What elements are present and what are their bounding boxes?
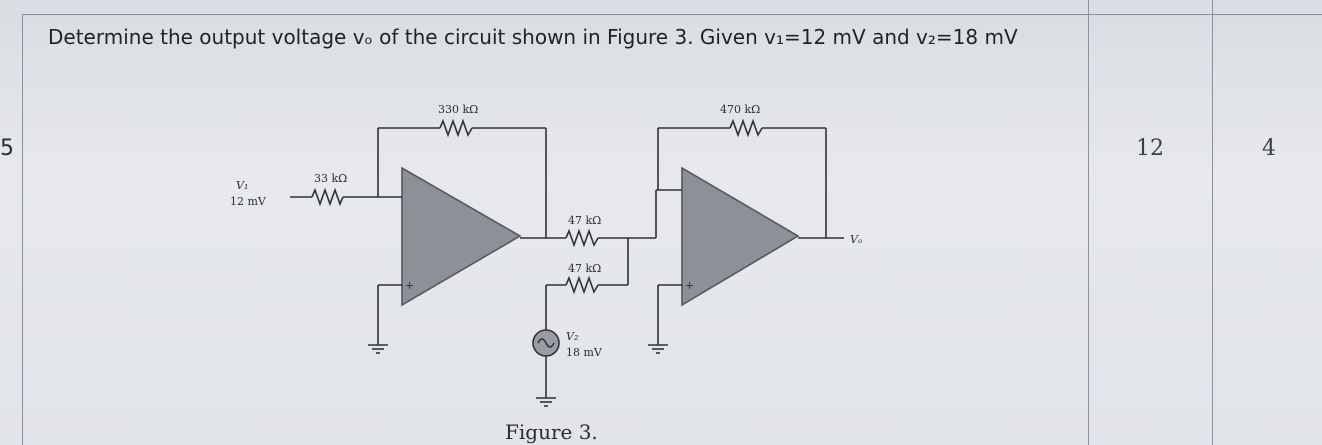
label-470k: 470 kΩ — [720, 103, 760, 116]
label-v1-value: 12 mV — [230, 195, 267, 208]
resistor-470k — [729, 118, 763, 138]
resistor-33k — [311, 187, 344, 207]
question-cell: Determine the output voltage vₒ of the c… — [22, 14, 1088, 445]
table-divider-question — [1088, 0, 1089, 445]
label-v2-value: 18 mV — [566, 346, 603, 359]
table-divider-co — [1212, 0, 1213, 445]
resistor-47k-bottom — [565, 275, 599, 295]
table-top-border — [22, 14, 1322, 15]
table-left-border — [22, 14, 23, 445]
label-33k: 33 kΩ — [314, 172, 347, 185]
label-330k: 330 kΩ — [438, 103, 478, 116]
co-value: 12 — [1136, 136, 1164, 161]
v2-source-wave — [537, 338, 555, 348]
label-v1-name: V₁ — [236, 179, 248, 192]
figure-caption: Figure 3. — [505, 420, 598, 444]
opamp-1 — [401, 166, 522, 307]
opamp-2 — [681, 166, 800, 307]
label-47k-top: 47 kΩ — [568, 214, 601, 227]
label-47k-bottom: 47 kΩ — [568, 262, 601, 275]
label-output: Vₒ — [850, 233, 862, 246]
marks-value: 4 — [1262, 136, 1276, 161]
question-number: 5 — [0, 136, 14, 161]
resistor-330k — [439, 118, 473, 138]
label-opamp2-plus: + — [685, 279, 694, 292]
label-opamp1-plus: + — [405, 279, 414, 292]
question-text: Determine the output voltage vₒ of the c… — [48, 25, 1018, 49]
resistor-47k-top — [565, 228, 599, 248]
label-v2-name: V₂ — [566, 330, 578, 343]
